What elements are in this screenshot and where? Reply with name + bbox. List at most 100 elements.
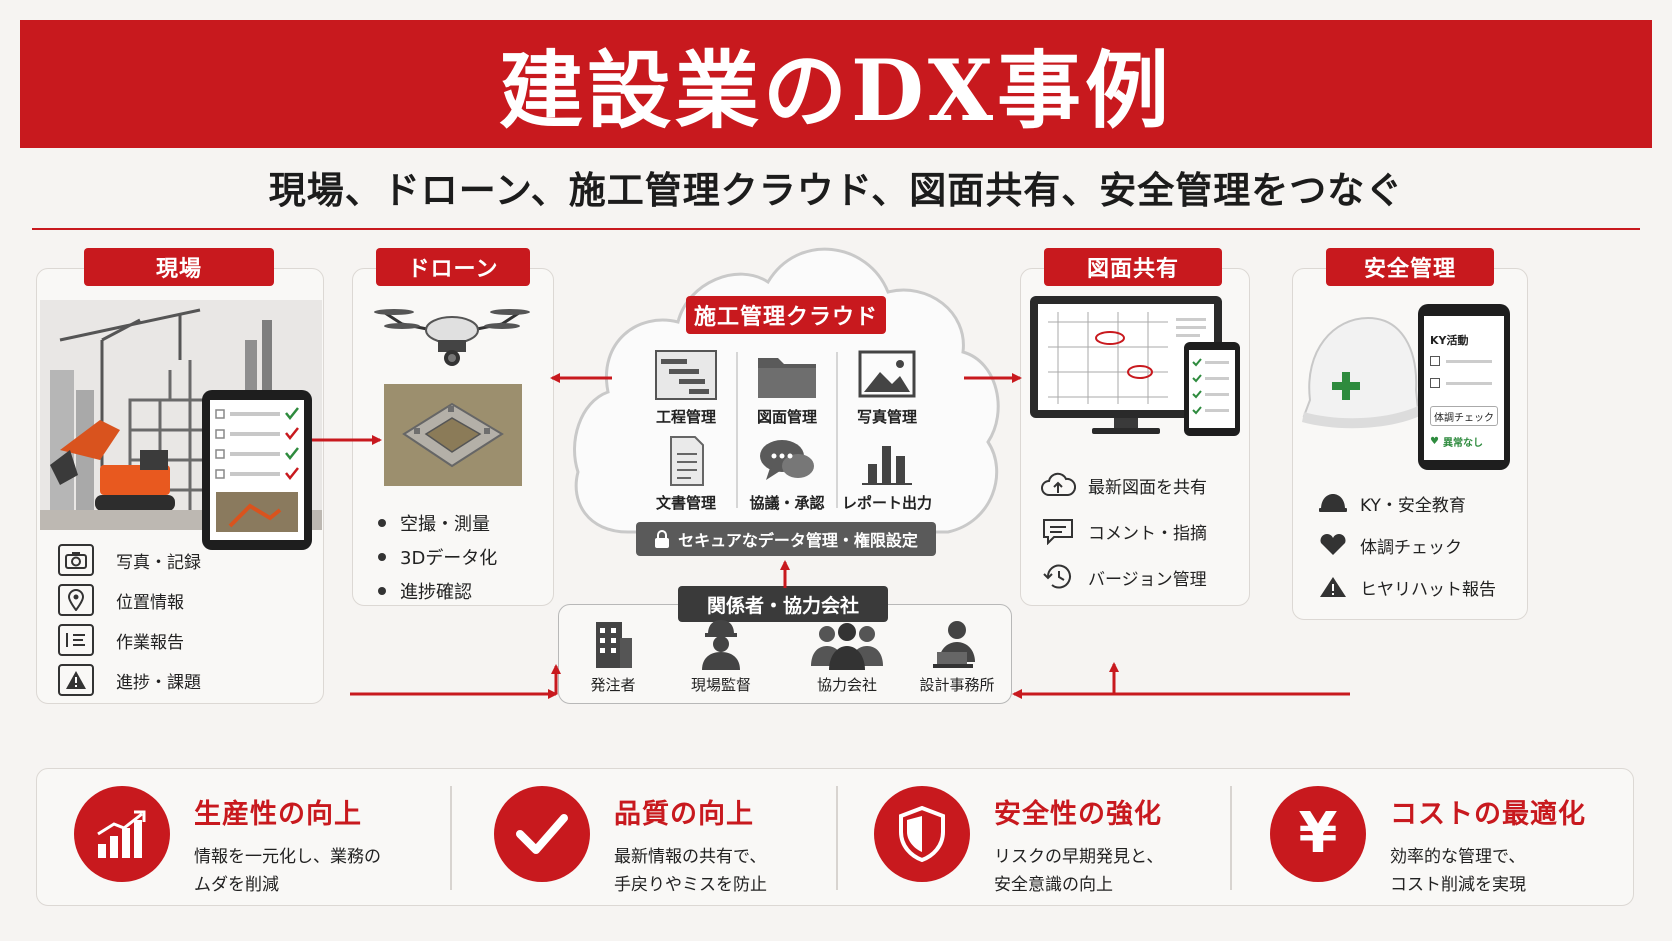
- list-item: KY・安全教育: [1318, 482, 1518, 524]
- list-item: 体調チェック: [1318, 524, 1518, 566]
- list-item: 空撮・測量: [378, 506, 548, 540]
- drawing-devices: [1028, 292, 1244, 442]
- benefit-description: リスクの早期発見と、 安全意識の向上: [994, 847, 1164, 895]
- warning-icon: [1320, 577, 1346, 597]
- ky-title: KY活動: [1430, 334, 1469, 347]
- list-item: 進捗・課題: [58, 660, 308, 700]
- drawing-item-label: 最新図面を共有: [1088, 477, 1207, 498]
- comment-icon: [1043, 519, 1073, 545]
- cloud-item-approval: 協議・承認: [732, 436, 842, 513]
- document-icon: [670, 436, 704, 486]
- cloud-tag: 施工管理クラウド: [686, 296, 886, 334]
- heart-icon: ♥: [1430, 436, 1439, 447]
- benefit-separator: [836, 786, 838, 890]
- list-item: 作業報告: [58, 620, 308, 660]
- folder-icon: [758, 358, 816, 398]
- cloud-item-label: 図面管理: [756, 408, 817, 426]
- benefit-description: 最新情報の共有で、 手戻りやミスを防止: [614, 847, 767, 895]
- stakeholder-label: 発注者: [590, 676, 636, 694]
- benefits-panel: [36, 768, 1634, 906]
- list-item: ヒヤリハット報告: [1318, 566, 1518, 608]
- safety-item-label: ヒヤリハット報告: [1360, 579, 1496, 600]
- drone-item-label: 進捗確認: [400, 582, 472, 603]
- building-icon: [596, 622, 632, 668]
- security-badge: セキュアなデータ管理・権限設定: [636, 522, 936, 556]
- drone-feature-list: 空撮・測量 3Dデータ化 進捗確認: [378, 506, 548, 608]
- lock-icon: [655, 530, 670, 548]
- warning-icon: [58, 664, 94, 696]
- helmet-icon: [1319, 494, 1347, 512]
- drawing-tag: 図面共有: [1044, 248, 1222, 286]
- drawing-feature-list: 最新図面を共有 コメント・指摘 バージョン管理: [1040, 462, 1240, 600]
- stakeholder-client: 発注者: [558, 618, 668, 695]
- heart-icon: [1320, 534, 1346, 555]
- drone-tag: ドローン: [376, 248, 530, 286]
- benefit-cost: ¥ コストの最適化 効率的な管理で、 コスト削減を実現: [1270, 786, 1586, 899]
- image-icon: [858, 350, 916, 398]
- benefit-separator: [1230, 786, 1232, 890]
- list-item: コメント・指摘: [1040, 508, 1240, 554]
- designer-laptop-icon: [933, 621, 975, 668]
- stakeholder-label: 現場監督: [690, 676, 751, 694]
- security-label: セキュアなデータ管理・権限設定: [678, 531, 918, 550]
- gantt-chart-icon: [655, 350, 717, 400]
- cloud-item-documents: 文書管理: [631, 436, 741, 513]
- safety-feature-list: KY・安全教育 体調チェック ヒヤリハット報告: [1318, 482, 1518, 608]
- cloud-separator: [736, 352, 738, 508]
- list-item: 進捗確認: [378, 574, 548, 608]
- safety-phone: KY活動 体調チェック ♥ 異常なし: [1418, 304, 1510, 470]
- drone-illustration: [372, 296, 532, 376]
- site-item-label: 位置情報: [116, 592, 184, 613]
- drawing-item-label: バージョン管理: [1088, 569, 1207, 590]
- safety-item-label: KY・安全教育: [1360, 495, 1466, 516]
- report-list-icon: [58, 624, 94, 656]
- benefit-productivity: 生産性の向上 情報を一元化し、業務の ムダを削減: [74, 786, 381, 899]
- cloud-item-schedule: 工程管理: [631, 350, 741, 427]
- cloud-item-reports: レポート出力: [832, 436, 942, 513]
- stakeholder-label: 設計事務所: [919, 676, 995, 694]
- list-item: 写真・記録: [58, 540, 308, 580]
- shield-icon: [874, 786, 970, 882]
- checkmark-icon: [1430, 378, 1440, 388]
- benefit-title: 品質の向上: [614, 799, 754, 830]
- drone-item-label: 空撮・測量: [400, 514, 490, 535]
- list-item: 位置情報: [58, 580, 308, 620]
- bar-chart-icon: [862, 446, 912, 485]
- checkmark-icon: [1430, 356, 1440, 366]
- benefit-title: 安全性の強化: [994, 799, 1162, 830]
- cloud-item-label: レポート出力: [841, 494, 932, 512]
- camera-icon: [58, 544, 94, 576]
- health-check-label: 体調チェック: [1430, 406, 1498, 426]
- benefit-title: 生産性の向上: [194, 799, 362, 830]
- site-item-label: 進捗・課題: [116, 672, 201, 693]
- cloud-item-label: 工程管理: [655, 408, 716, 426]
- checkmark-icon: [494, 786, 590, 882]
- list-item: 最新図面を共有: [1040, 462, 1240, 508]
- page-subtitle: 現場、ドローン、施工管理クラウド、図面共有、安全管理をつなぐ: [268, 168, 1404, 212]
- growth-chart-icon: [74, 786, 170, 882]
- stakeholder-supervisor: 現場監督: [666, 618, 776, 695]
- cloud-item-label: 協議・承認: [749, 494, 825, 512]
- history-icon: [1043, 564, 1071, 589]
- site-tablet: [200, 388, 314, 552]
- site-tag: 現場: [84, 248, 274, 286]
- cloud-item-drawings: 図面管理: [732, 350, 842, 427]
- stakeholder-designer: 設計事務所: [902, 618, 1012, 695]
- worker-helmet-icon: [702, 620, 740, 670]
- safety-tag: 安全管理: [1326, 248, 1494, 286]
- location-pin-icon: [58, 584, 94, 616]
- site-feature-list: 写真・記録 位置情報 作業報告 進捗・課題: [58, 540, 308, 700]
- drone-item-label: 3Dデータ化: [400, 548, 498, 569]
- site-item-label: 作業報告: [116, 632, 184, 653]
- header-divider: [32, 228, 1640, 230]
- helmet-illustration: [1298, 300, 1422, 432]
- list-item: 3Dデータ化: [378, 540, 548, 574]
- cloud-item-label: 文書管理: [655, 494, 716, 512]
- benefit-description: 情報を一元化し、業務の ムダを削減: [194, 847, 381, 895]
- site-item-label: 写真・記録: [116, 552, 201, 573]
- stakeholder-partners: 協力会社: [792, 618, 902, 695]
- benefit-separator: [450, 786, 452, 890]
- stakeholder-label: 協力会社: [816, 676, 877, 694]
- safety-item-label: 体調チェック: [1360, 537, 1462, 558]
